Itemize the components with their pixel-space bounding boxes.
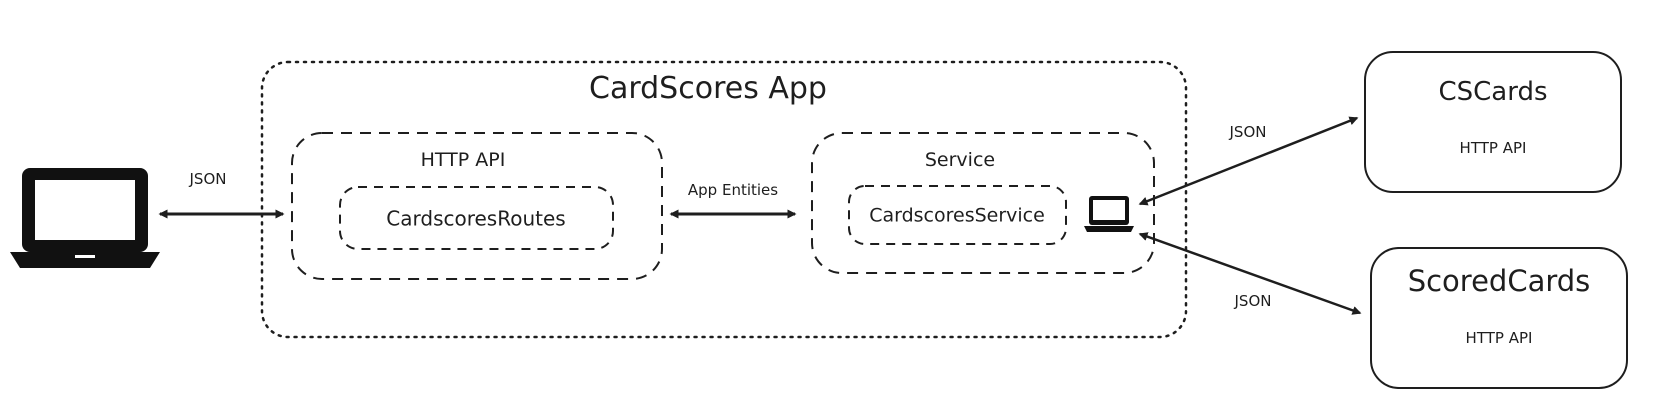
- service-component-label: CardscoresService: [869, 205, 1045, 227]
- internal-link-label: App Entities: [688, 181, 778, 199]
- app-title: CardScores App: [589, 71, 827, 106]
- scoredcards-box: [1370, 247, 1628, 389]
- scoredcards-subtitle: HTTP API: [1466, 329, 1533, 347]
- service-title: Service: [925, 149, 995, 171]
- scoredcards-link-label: JSON: [1234, 292, 1272, 310]
- cscards-link-label: JSON: [1229, 123, 1267, 141]
- service-component-box: [848, 185, 1067, 245]
- cscards-subtitle: HTTP API: [1460, 139, 1527, 157]
- cscards-name: CSCards: [1438, 77, 1547, 107]
- cscards-box: [1364, 51, 1622, 193]
- client-laptop-icon: [10, 168, 160, 268]
- scoredcards-arrow: [1138, 232, 1362, 315]
- routes-label: CardscoresRoutes: [386, 207, 565, 231]
- cscards-arrow: [1138, 116, 1359, 206]
- routes-box: [339, 186, 614, 250]
- http-api-container: [291, 132, 663, 280]
- scoredcards-name: ScoredCards: [1408, 264, 1591, 298]
- http-api-title: HTTP API: [421, 149, 506, 171]
- client-link-label: JSON: [189, 170, 227, 188]
- service-laptop-icon: [1084, 196, 1134, 232]
